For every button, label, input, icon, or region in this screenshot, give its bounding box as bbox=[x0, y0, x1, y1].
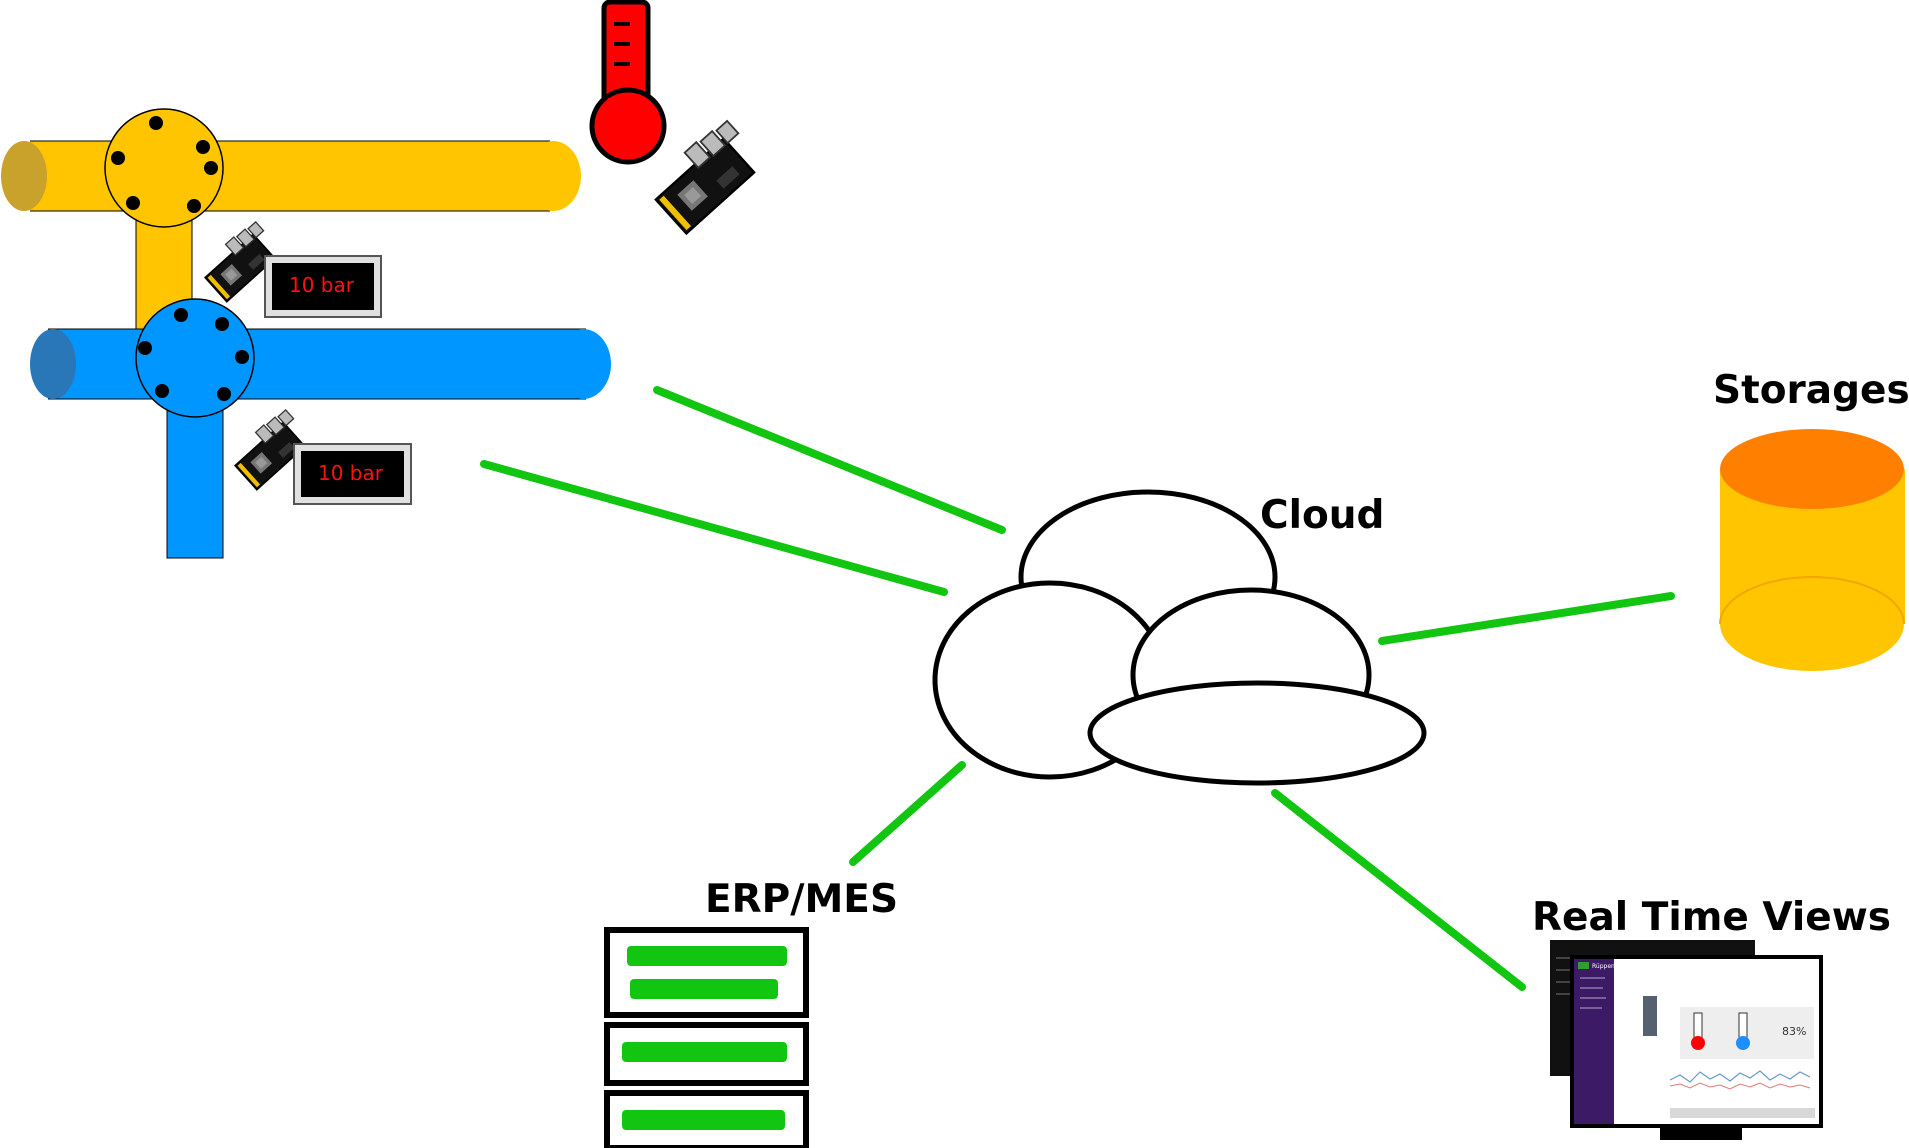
link-pipes-lower bbox=[480, 460, 948, 596]
link-pipes-upper bbox=[653, 386, 1006, 534]
pressure-gauge-icon: 10 bar bbox=[293, 443, 412, 505]
database-icon bbox=[1719, 429, 1905, 671]
server-rack-icon bbox=[604, 927, 809, 1148]
yellow-pipe bbox=[1, 108, 581, 336]
label-cloud: Cloud bbox=[1260, 493, 1384, 538]
label-storages: Storages bbox=[1713, 368, 1909, 413]
cloud-icon bbox=[932, 489, 1427, 786]
connection-lines bbox=[480, 386, 1675, 991]
link-erp bbox=[849, 761, 966, 866]
gauge-reading: 10 bar bbox=[289, 273, 355, 297]
thermometer-icon bbox=[589, 0, 667, 165]
pressure-gauge-icon: 10 bar bbox=[264, 255, 382, 318]
blue-pipe bbox=[30, 298, 611, 559]
dashboard-percent: 83% bbox=[1782, 1025, 1806, 1038]
monitor-icon: Rüppen 83% bbox=[1550, 940, 1823, 1140]
gauge-reading: 10 bar bbox=[318, 461, 384, 485]
link-realtime bbox=[1271, 789, 1526, 991]
link-storage bbox=[1378, 592, 1675, 645]
label-erp-mes: ERP/MES bbox=[705, 877, 898, 922]
dashboard-brand: Rüppen bbox=[1592, 963, 1615, 970]
label-real-time-views: Real Time Views bbox=[1532, 895, 1891, 940]
